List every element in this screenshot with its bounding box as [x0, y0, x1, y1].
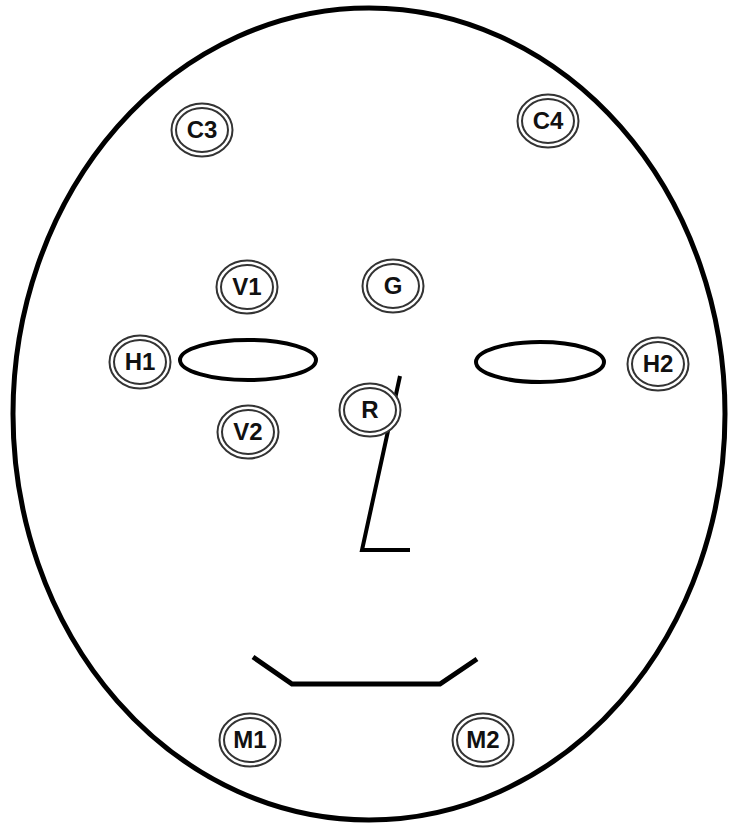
- electrode-site: C3: [170, 102, 234, 158]
- electrode-label: V1: [215, 275, 279, 299]
- mouth-line: [253, 657, 477, 684]
- electrode-label: M1: [218, 728, 282, 752]
- electrode-site: H1: [108, 334, 172, 390]
- electrode-site: H2: [626, 336, 690, 392]
- electrode-site: C4: [516, 93, 580, 149]
- right-eye: [476, 342, 604, 382]
- electrode-site: G: [361, 258, 425, 314]
- electrode-label: V2: [216, 420, 280, 444]
- electrode-site: V2: [216, 404, 280, 460]
- electrode-label: C3: [170, 118, 234, 142]
- electrode-site: V1: [215, 259, 279, 315]
- electrode-site: M2: [451, 712, 515, 768]
- electrode-label: G: [361, 274, 425, 298]
- electrode-label: R: [338, 398, 402, 422]
- head-outline: [13, 8, 725, 820]
- electrode-label: H1: [108, 350, 172, 374]
- electrode-site: R: [338, 382, 402, 438]
- electrode-label: M2: [451, 728, 515, 752]
- left-eye: [180, 340, 316, 380]
- electrode-label: C4: [516, 109, 580, 133]
- electrode-label: H2: [626, 352, 690, 376]
- electrode-site: M1: [218, 712, 282, 768]
